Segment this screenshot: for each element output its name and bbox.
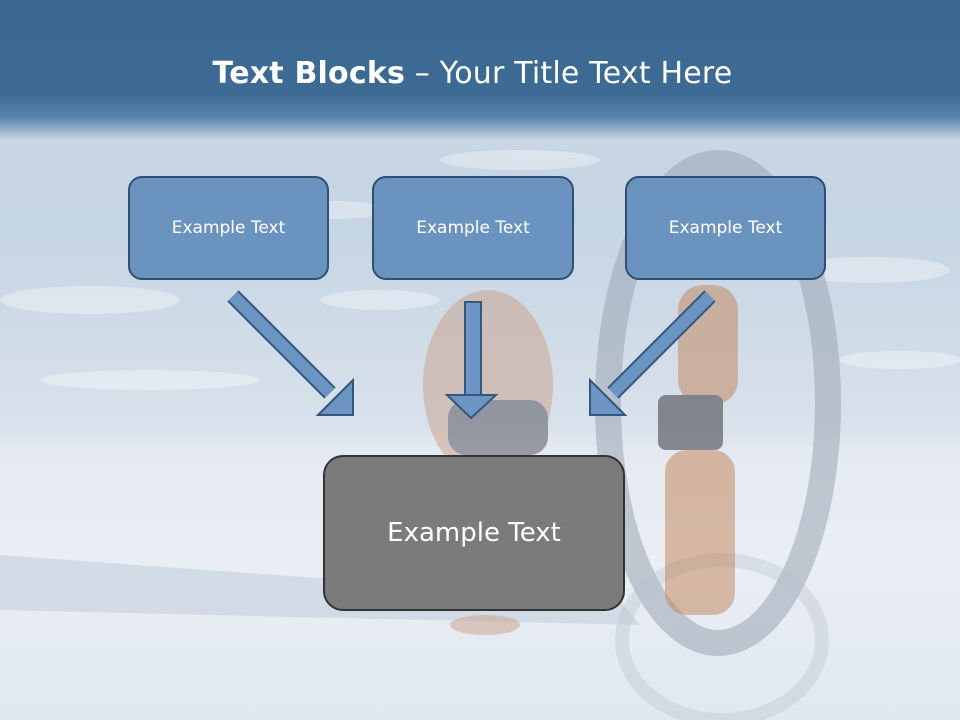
- text-block-1-label: Example Text: [171, 218, 286, 238]
- text-block-3[interactable]: Example Text: [625, 176, 826, 280]
- main-text-block[interactable]: Example Text: [323, 455, 625, 611]
- text-block-2-label: Example Text: [416, 218, 530, 238]
- text-block-3-label: Example Text: [668, 218, 783, 238]
- arrow-down-right-icon: [227, 290, 354, 416]
- title-bold: Text Blocks: [212, 56, 406, 91]
- slide-title: Text Blocks – Your Title Text Here: [0, 52, 945, 96]
- arrow-down-left-icon: [589, 290, 716, 416]
- title-rest: – Your Title Text Here: [405, 56, 733, 91]
- arrow-down-icon: [444, 301, 499, 420]
- text-block-1[interactable]: Example Text: [128, 176, 329, 280]
- text-block-2[interactable]: Example Text: [372, 176, 574, 280]
- main-text-block-label: Example Text: [387, 518, 561, 548]
